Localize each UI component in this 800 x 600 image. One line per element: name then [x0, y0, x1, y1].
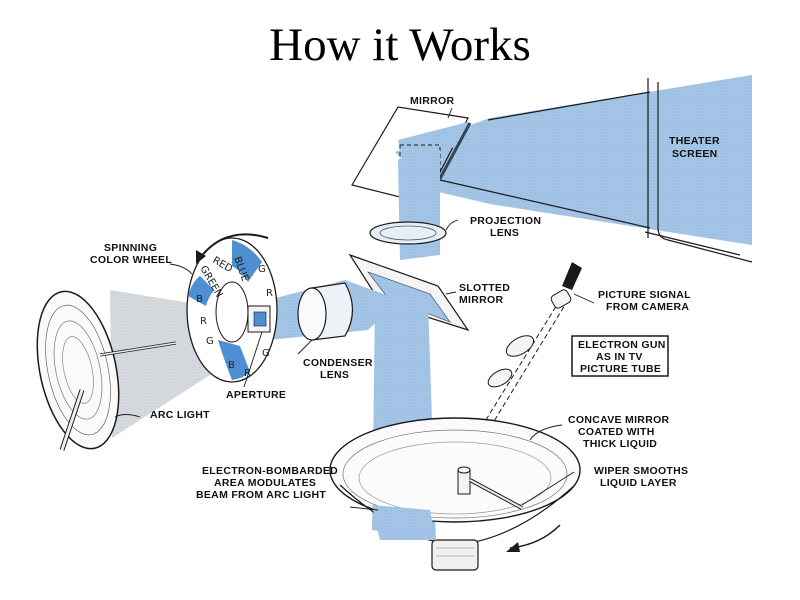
label-electron-bombarded-3: BEAM FROM ARC LIGHT	[196, 489, 326, 501]
wheel-label-b2: B	[228, 360, 235, 371]
label-picture-signal-1: PICTURE SIGNAL	[598, 289, 691, 301]
label-condenser-lens-1: CONDENSER	[303, 357, 373, 369]
wheel-label-g1: G	[258, 264, 266, 275]
label-electron-gun-3: PICTURE TUBE	[580, 363, 661, 375]
label-mirror: MIRROR	[410, 95, 454, 107]
concave-mirror-dish	[329, 417, 581, 571]
electron-gun	[454, 262, 582, 473]
label-arc-light: ARC LIGHT	[150, 409, 210, 421]
color-wheel: BLUE RED GREEN G R B R G B R G	[186, 233, 278, 383]
labels: MIRROR THEATER SCREEN PROJECTION LENS SL…	[90, 95, 720, 501]
label-electron-bombarded-1: ELECTRON-BOMBARDED	[202, 465, 338, 477]
label-concave-mirror-3: THICK LIQUID	[583, 438, 657, 450]
label-slotted-mirror-1: SLOTTED	[459, 282, 510, 294]
page-title: How it Works	[269, 19, 531, 71]
label-concave-mirror-1: CONCAVE MIRROR	[568, 414, 670, 426]
leader-lines	[114, 107, 595, 511]
label-electron-gun-2: AS IN TV	[596, 351, 643, 363]
label-picture-signal-2: FROM CAMERA	[606, 301, 689, 313]
label-concave-mirror-2: COATED WITH	[578, 426, 655, 438]
electron-gun-label-box	[571, 335, 669, 377]
wheel-label-g2: G	[206, 336, 214, 347]
label-theater-screen-1: THEATER	[669, 135, 720, 147]
label-condenser-lens-2: LENS	[320, 369, 349, 381]
label-slotted-mirror-2: MIRROR	[459, 294, 503, 306]
projection-beam-to-screen	[395, 75, 752, 245]
theater-screen	[644, 78, 753, 263]
label-electron-gun-1: ELECTRON GUN	[578, 339, 666, 351]
wheel-label-b1: B	[196, 294, 203, 305]
label-spinning-color-wheel-2: COLOR WHEEL	[90, 254, 172, 266]
label-aperture: APERTURE	[226, 389, 286, 401]
condenser-lens	[297, 282, 354, 341]
label-projection-lens-2: LENS	[490, 227, 519, 239]
projection-lens	[369, 221, 447, 245]
rotation-arrow-icon	[196, 250, 206, 264]
slotted-mirror	[348, 253, 470, 332]
dish-rotation-arrow-icon	[506, 542, 520, 552]
wheel-label-g3: G	[262, 348, 270, 359]
wheel-label-r3: R	[244, 368, 251, 379]
label-projection-lens-1: PROJECTION	[470, 215, 541, 227]
label-electron-bombarded-2: AREA MODULATES	[214, 477, 316, 489]
label-wiper-1: WIPER SMOOTHS	[594, 465, 688, 477]
arc-light-reflector	[36, 290, 177, 451]
signal-arrow-icon	[562, 262, 582, 290]
label-theater-screen-2: SCREEN	[672, 148, 718, 160]
label-wiper-2: LIQUID LAYER	[600, 477, 677, 489]
wheel-label-r1: R	[266, 288, 273, 299]
wheel-label-r2: R	[200, 316, 207, 327]
label-spinning-color-wheel-1: SPINNING	[104, 242, 157, 254]
